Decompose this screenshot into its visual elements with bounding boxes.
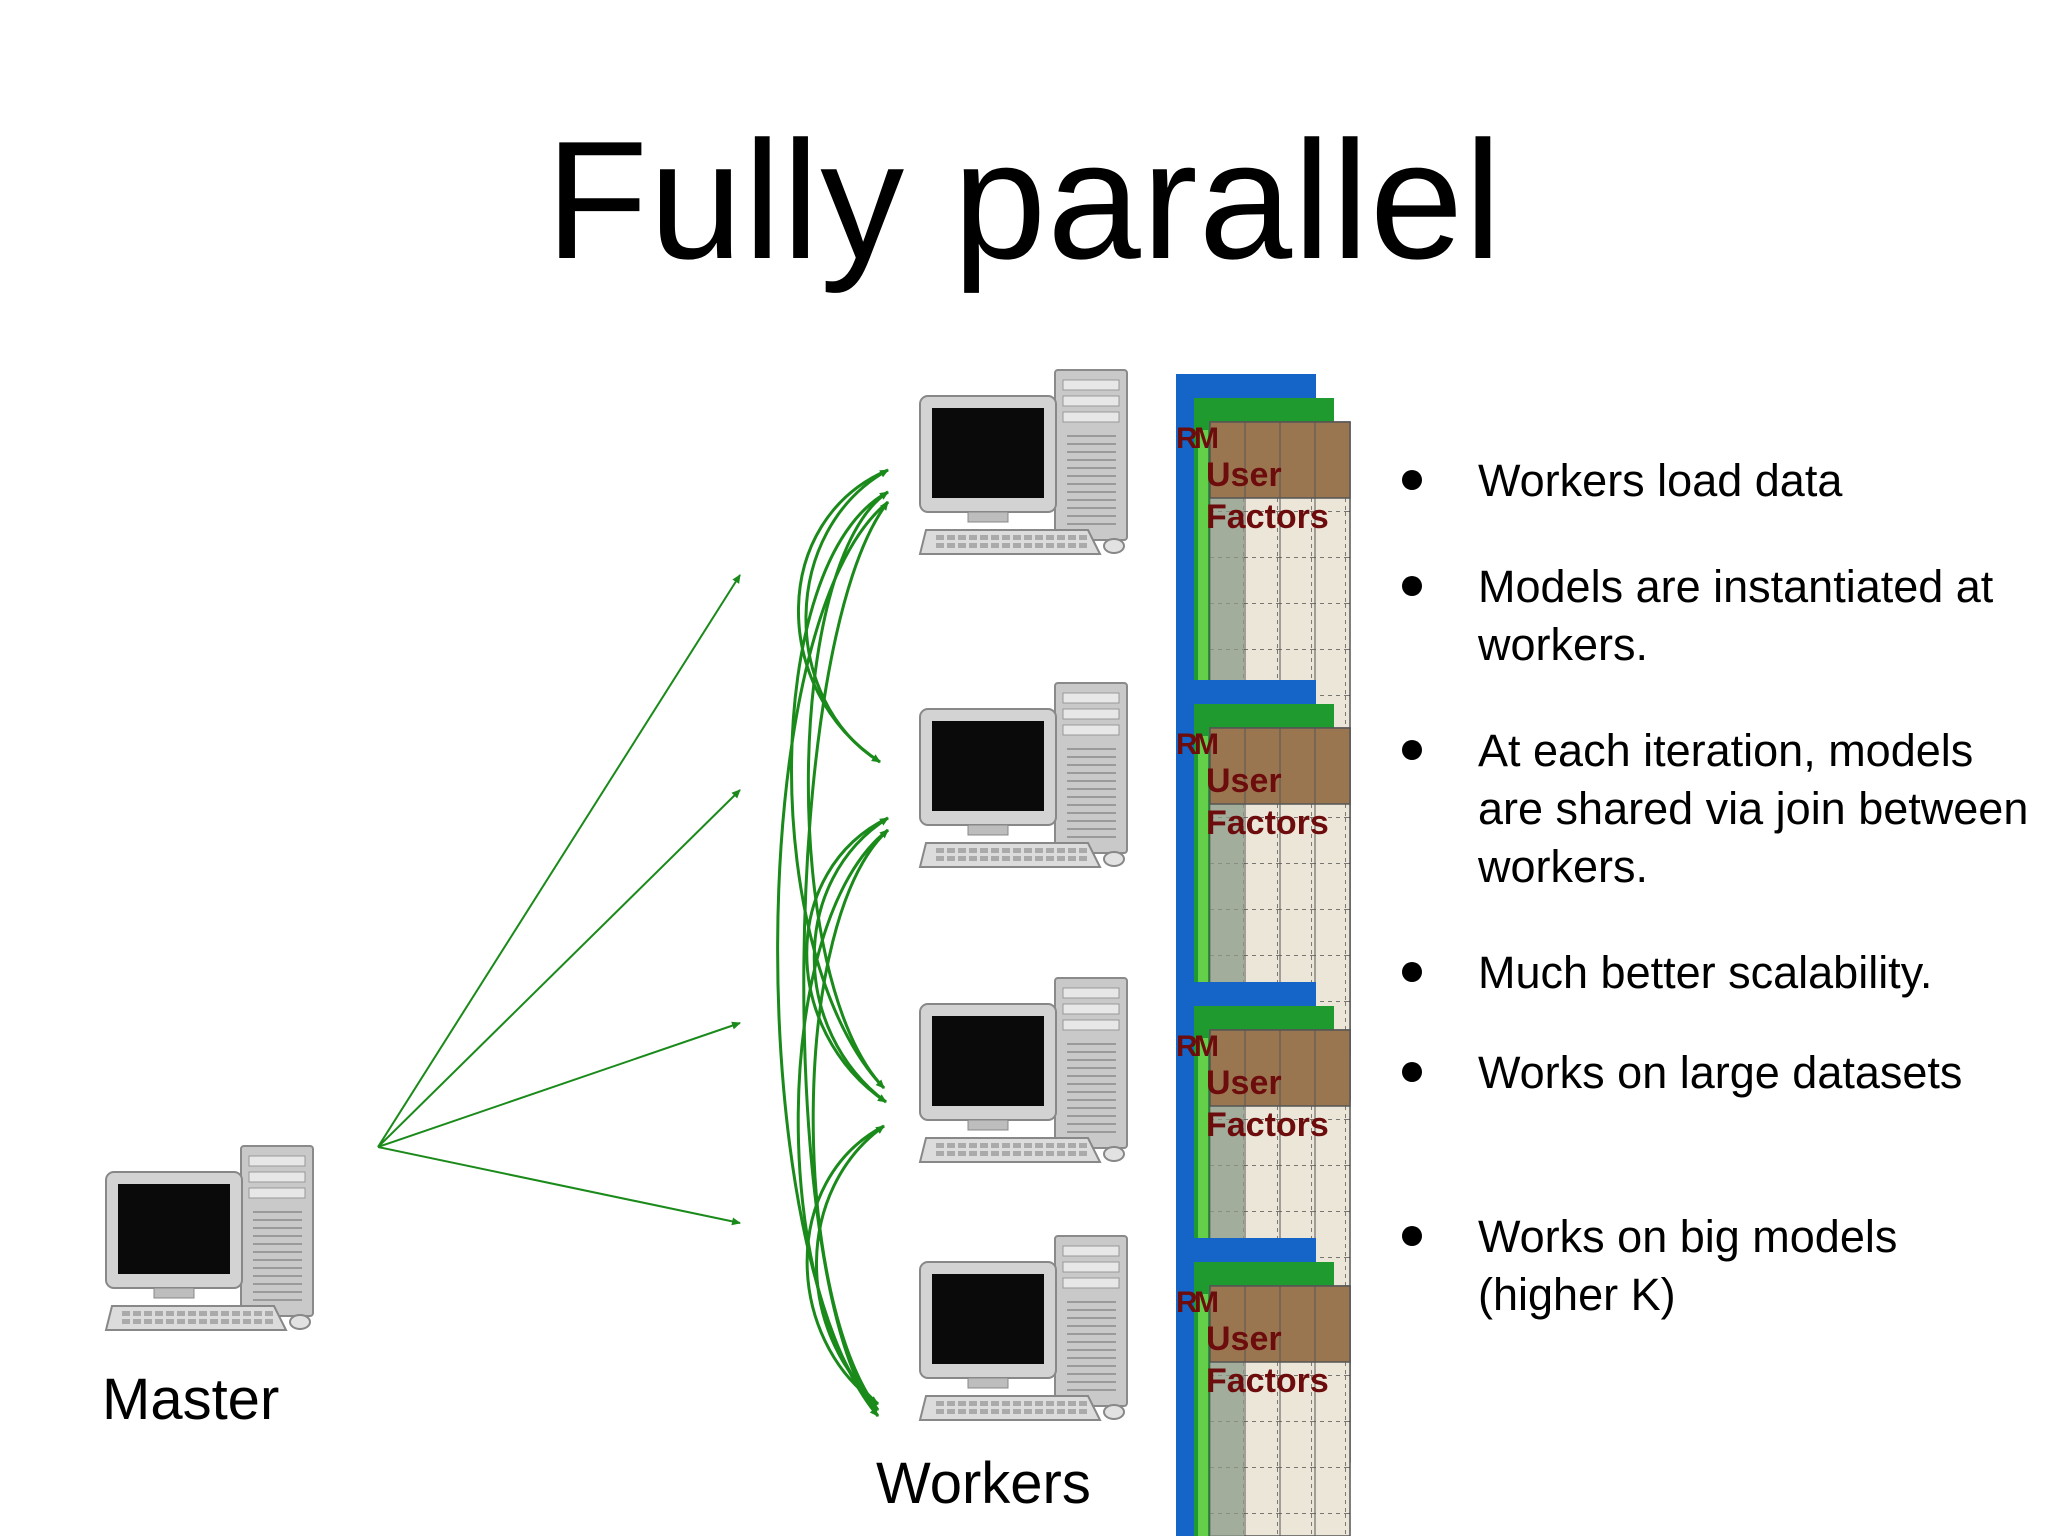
- stack-user-label: User: [1206, 1064, 1282, 1102]
- bullet-dot-icon: [1402, 740, 1422, 760]
- bullet-text: At each iteration, models are shared via…: [1478, 725, 2029, 892]
- stack-back-label: R: [1176, 728, 1198, 761]
- master-arrows: [377, 574, 741, 1226]
- join-arrow-3: [790, 490, 889, 1090]
- bullet-text: Workers load data: [1478, 455, 1843, 506]
- master-arrow-3: [377, 1021, 741, 1148]
- stack-mid-label: M: [1194, 422, 1219, 455]
- bullet-text: Much better scalability.: [1478, 947, 1933, 998]
- bullet-dot-icon: [1402, 962, 1422, 982]
- stack-mid-label: M: [1194, 1286, 1219, 1319]
- master-computer-icon: [104, 1145, 314, 1331]
- join-arrow-2: [804, 468, 889, 764]
- master-label: Master: [102, 1367, 280, 1432]
- master-arrow-4: [377, 1146, 741, 1226]
- worker-computer-icon: [918, 369, 1128, 555]
- join-arrow-11: [805, 1124, 885, 1406]
- bullet-dot-icon: [1402, 576, 1422, 596]
- workers-label: Workers: [876, 1451, 1091, 1516]
- bullet-dot-icon: [1402, 1226, 1422, 1246]
- stack-factors-label: Factors: [1206, 498, 1329, 536]
- stack-user-label: User: [1206, 1320, 1282, 1358]
- stack-user-label: User: [1206, 762, 1282, 800]
- worker-computer-icon: [918, 977, 1128, 1163]
- join-arrows: [776, 468, 890, 1417]
- data-stacks: RMUserFactorsRMUserFactorsRMUserFactorsR…: [1176, 374, 1351, 1536]
- stack-factors-label: Factors: [1206, 1106, 1329, 1144]
- bullet-dot-icon: [1402, 470, 1422, 490]
- stack-back-label: R: [1176, 1030, 1198, 1063]
- bullet-text: Works on big models (higher K): [1478, 1211, 1898, 1320]
- stack-factors-label: Factors: [1206, 804, 1329, 842]
- stack-back-label: R: [1176, 422, 1198, 455]
- join-arrow-10: [811, 828, 890, 1411]
- stack-back-label: R: [1176, 1286, 1198, 1319]
- join-arrow-5: [776, 500, 889, 1417]
- join-arrow-8: [812, 816, 889, 1104]
- stack-factors-label: Factors: [1206, 1362, 1329, 1400]
- stack-mid-label: M: [1194, 1030, 1219, 1063]
- worker-computer-icon: [918, 1235, 1128, 1421]
- join-arrow-7: [805, 816, 889, 1104]
- join-arrow-9: [796, 828, 889, 1412]
- bullet-text: Works on large datasets: [1478, 1047, 1963, 1098]
- master-arrow-1: [377, 574, 741, 1148]
- slide-title: Fully parallel: [545, 106, 1503, 294]
- master-arrow-2: [377, 789, 741, 1148]
- bullet-dot-icon: [1402, 1062, 1422, 1082]
- join-arrow-4: [806, 490, 889, 1090]
- join-arrow-12: [815, 1124, 885, 1406]
- stack-mid-label: M: [1194, 728, 1219, 761]
- master-computer-icon: [104, 1145, 314, 1331]
- worker-computer-icon: [918, 682, 1128, 868]
- worker-computers: [918, 369, 1128, 1421]
- stack-user-label: User: [1206, 456, 1282, 494]
- bullet-text: Models are instantiated at workers.: [1478, 561, 1994, 670]
